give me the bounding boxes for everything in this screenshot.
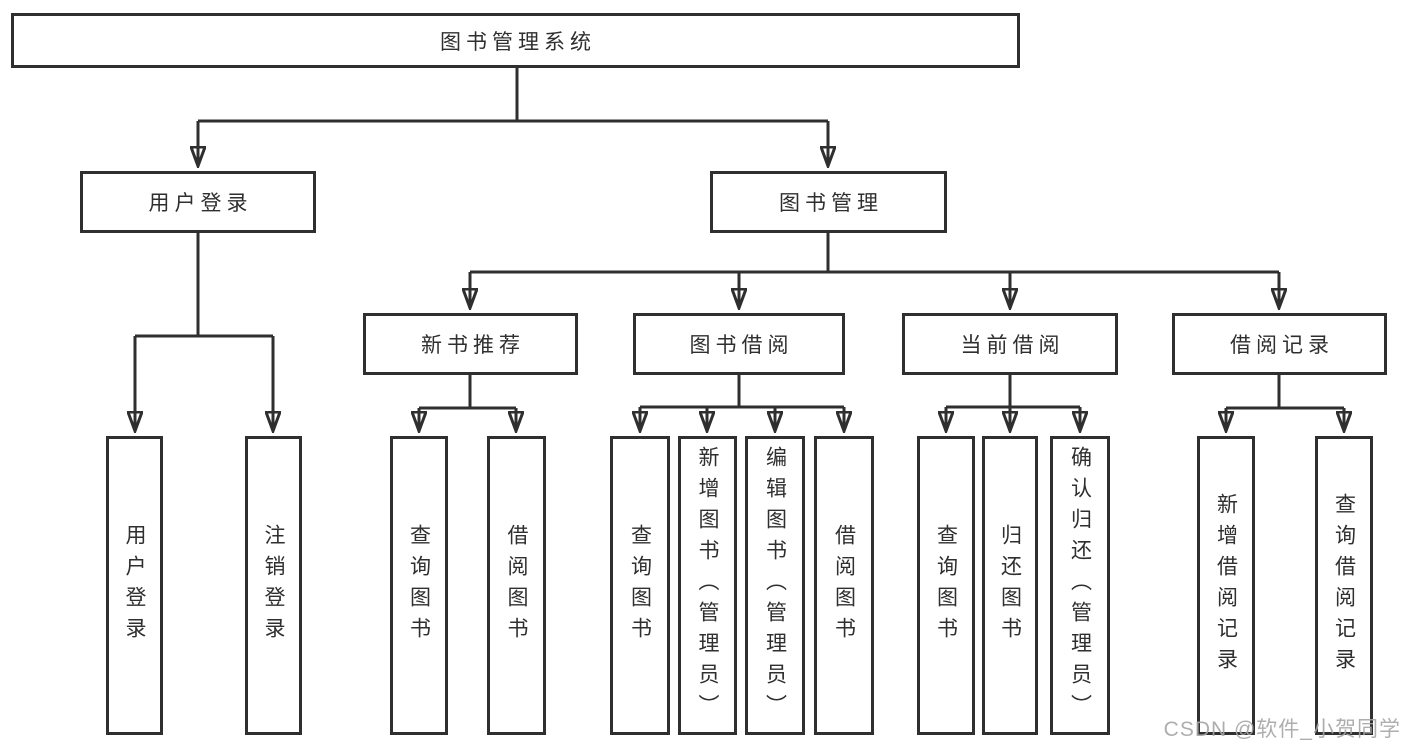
node-book-management-branch: 图书管理: [710, 171, 947, 233]
leaf-edit-books-admin: 编辑图书（管理员）: [745, 436, 805, 735]
edge-records-branch: [1226, 375, 1344, 431]
csdn-watermark: CSDN @软件_小贺同学: [1163, 718, 1401, 741]
leaf-user-login: 用户登录: [106, 436, 163, 735]
edge-new-rec-branch: [419, 375, 516, 431]
node-book-borrowing: 图书借阅: [633, 313, 845, 375]
leaf-borrow-books-recommend: 借阅图书: [487, 436, 546, 735]
edge-root-to-level2: [198, 68, 828, 166]
edge-book-mgmt-branch: [470, 233, 1279, 308]
leaf-logout: 注销登录: [245, 436, 302, 735]
edge-user-login-branch: [135, 233, 273, 431]
node-book-management-system: 图书管理系统: [11, 13, 1020, 68]
node-new-book-recommend: 新书推荐: [363, 313, 578, 375]
leaf-borrow-books-borrowing: 借阅图书: [814, 436, 874, 735]
edge-current-branch: [946, 375, 1080, 431]
node-user-login-branch: 用户登录: [80, 171, 316, 233]
leaf-query-borrow-record: 查询借阅记录: [1315, 436, 1373, 735]
leaf-add-books-admin: 新增图书（管理员）: [678, 436, 737, 735]
leaf-query-books-borrowing: 查询图书: [610, 436, 670, 735]
edge-borrowing-branch: [640, 375, 844, 431]
node-borrowing-records: 借阅记录: [1172, 313, 1387, 375]
leaf-confirm-return-admin: 确认归还（管理员）: [1050, 436, 1110, 735]
leaf-query-books-recommend: 查询图书: [390, 436, 448, 735]
leaf-add-borrow-record: 新增借阅记录: [1197, 436, 1255, 735]
leaf-return-books: 归还图书: [982, 436, 1038, 735]
node-current-borrowing: 当前借阅: [902, 313, 1118, 375]
leaf-query-books-current: 查询图书: [917, 436, 975, 735]
